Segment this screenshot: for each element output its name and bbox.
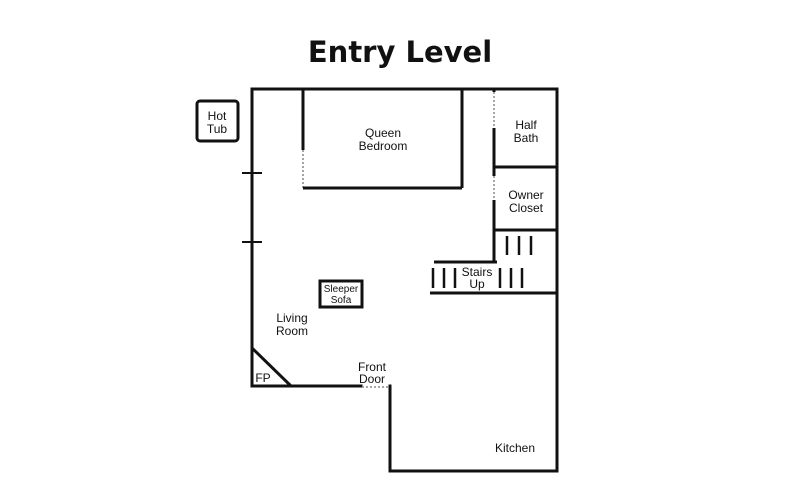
hot-tub <box>195 99 240 143</box>
exterior-walls <box>250 87 559 473</box>
plan-title: Entry Level <box>308 35 492 69</box>
fireplace-diagonal <box>250 346 293 388</box>
stairs-label-2: Up <box>469 277 485 291</box>
living-room-label-1: Living <box>276 311 307 325</box>
kitchen-label: Kitchen <box>495 441 535 455</box>
front-door-label-1: Front <box>358 360 387 374</box>
hot-tub-label-1: Hot <box>208 109 227 123</box>
sleeper-sofa-label-2: Sofa <box>331 295 352 306</box>
window-marks <box>242 172 262 243</box>
owner-closet-label-1: Owner <box>508 188 543 202</box>
fireplace-label: FP <box>255 371 270 385</box>
living-room-label-2: Room <box>276 324 308 338</box>
sleeper-sofa-label-1: Sleeper <box>324 284 359 295</box>
queen-bedroom-label-1: Queen <box>365 126 401 140</box>
hot-tub-label-2: Tub <box>207 122 228 136</box>
half-bath-label-2: Bath <box>514 131 539 145</box>
owner-closet-label-2: Closet <box>509 201 544 215</box>
half-bath-label-1: Half <box>515 118 537 132</box>
stair-treads <box>431 236 533 288</box>
sleeper-sofa <box>318 279 364 309</box>
queen-bedroom-walls <box>301 89 464 190</box>
queen-bedroom-label-2: Bedroom <box>359 139 408 153</box>
front-door-label-2: Door <box>359 372 385 386</box>
bath-closet-walls <box>430 89 557 295</box>
stairs-label-1: Stairs <box>462 265 493 279</box>
